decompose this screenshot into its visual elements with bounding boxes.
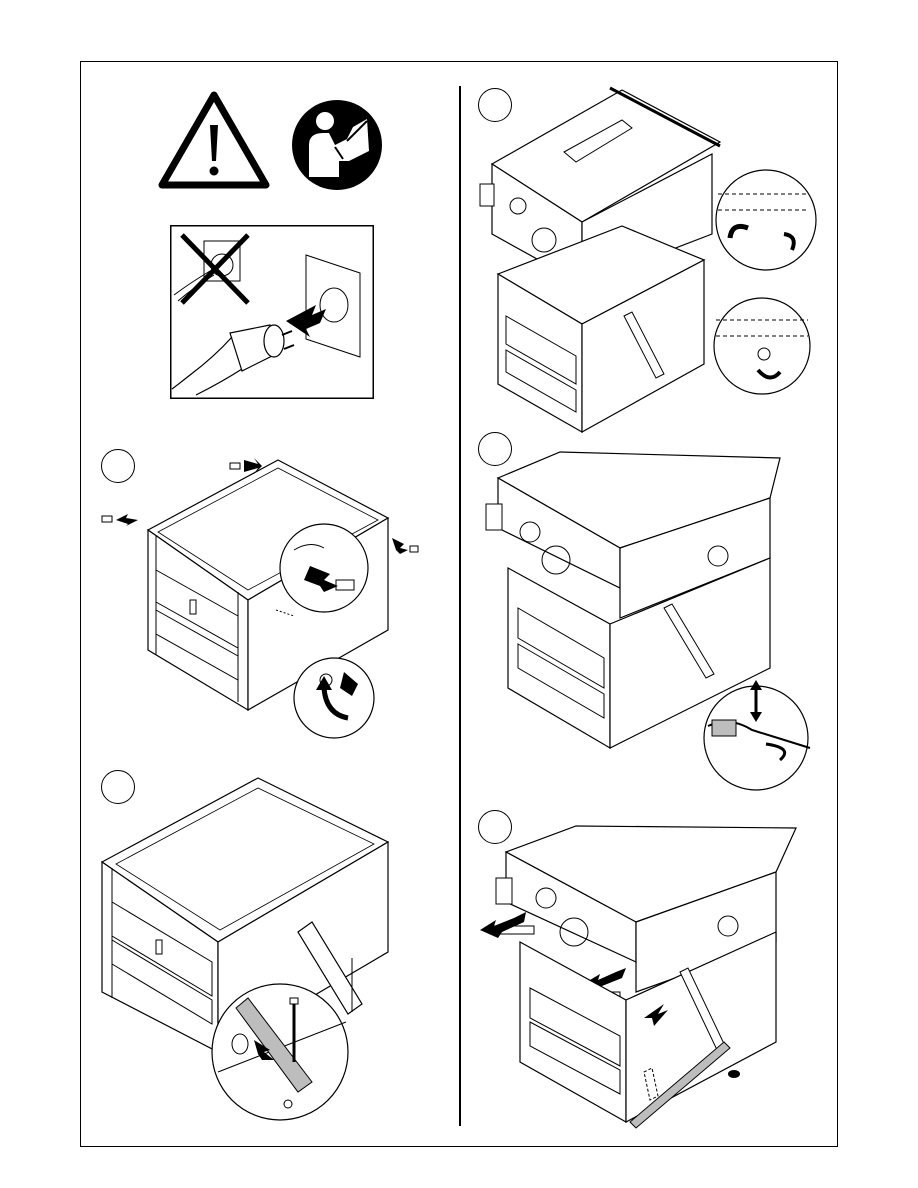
column-divider xyxy=(459,86,461,1126)
step-5-saw-handles-illustration xyxy=(476,822,828,1134)
read-manual-icon xyxy=(291,99,383,191)
step-3-saw-mount-illustration xyxy=(472,84,822,434)
unplug-mains-icon xyxy=(170,225,374,399)
warning-triangle-icon xyxy=(158,91,270,189)
step-1-cabinet-illustration xyxy=(98,440,418,740)
step-2-cabinet-illustration xyxy=(98,772,418,1122)
step-4-saw-level-illustration xyxy=(480,448,830,793)
